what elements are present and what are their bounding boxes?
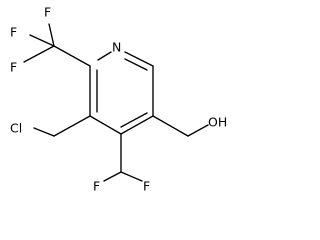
bond-c4-c3 bbox=[89, 115, 122, 135]
bond-ch2-cl bbox=[33, 127, 55, 137]
bond-c5-ch2 bbox=[152, 115, 189, 137]
bond-c5-c4 bbox=[120, 115, 154, 135]
bond-ch2-oh bbox=[187, 124, 209, 137]
atom-label-n: N bbox=[112, 40, 121, 55]
atom-label-f-chf2-left: F bbox=[93, 179, 100, 194]
bond-inner-n1-c6 bbox=[124, 58, 148, 71]
atom-label-f-left-lower: F bbox=[10, 60, 17, 75]
bond-inner-c5-c4 bbox=[120, 112, 148, 128]
atom-label-f-top: F bbox=[44, 5, 51, 20]
bond-cf3-f-left-lower bbox=[23, 45, 55, 63]
bond-chf2-f-left bbox=[103, 171, 122, 182]
bond-c3-ch2 bbox=[53, 115, 91, 137]
bond-c2-n1 bbox=[97, 51, 112, 61]
bond-n1-c6 bbox=[124, 51, 154, 67]
atom-label-cl: Cl bbox=[10, 121, 22, 136]
bond-c2-cf3 bbox=[53, 45, 91, 67]
bond-chf2-f-right bbox=[120, 171, 143, 182]
bond-cf3-f-left-upper bbox=[29, 34, 55, 47]
atom-label-f-chf2-right: F bbox=[143, 179, 150, 194]
bond-cf3-f-top bbox=[48, 23, 55, 47]
molecule-canvas: N F F F Cl OH F F bbox=[10, 5, 227, 194]
atom-label-oh: OH bbox=[208, 115, 227, 130]
structure-diagram: N F F F Cl OH F F bbox=[10, 5, 227, 194]
atom-label-f-left-upper: F bbox=[10, 25, 17, 40]
